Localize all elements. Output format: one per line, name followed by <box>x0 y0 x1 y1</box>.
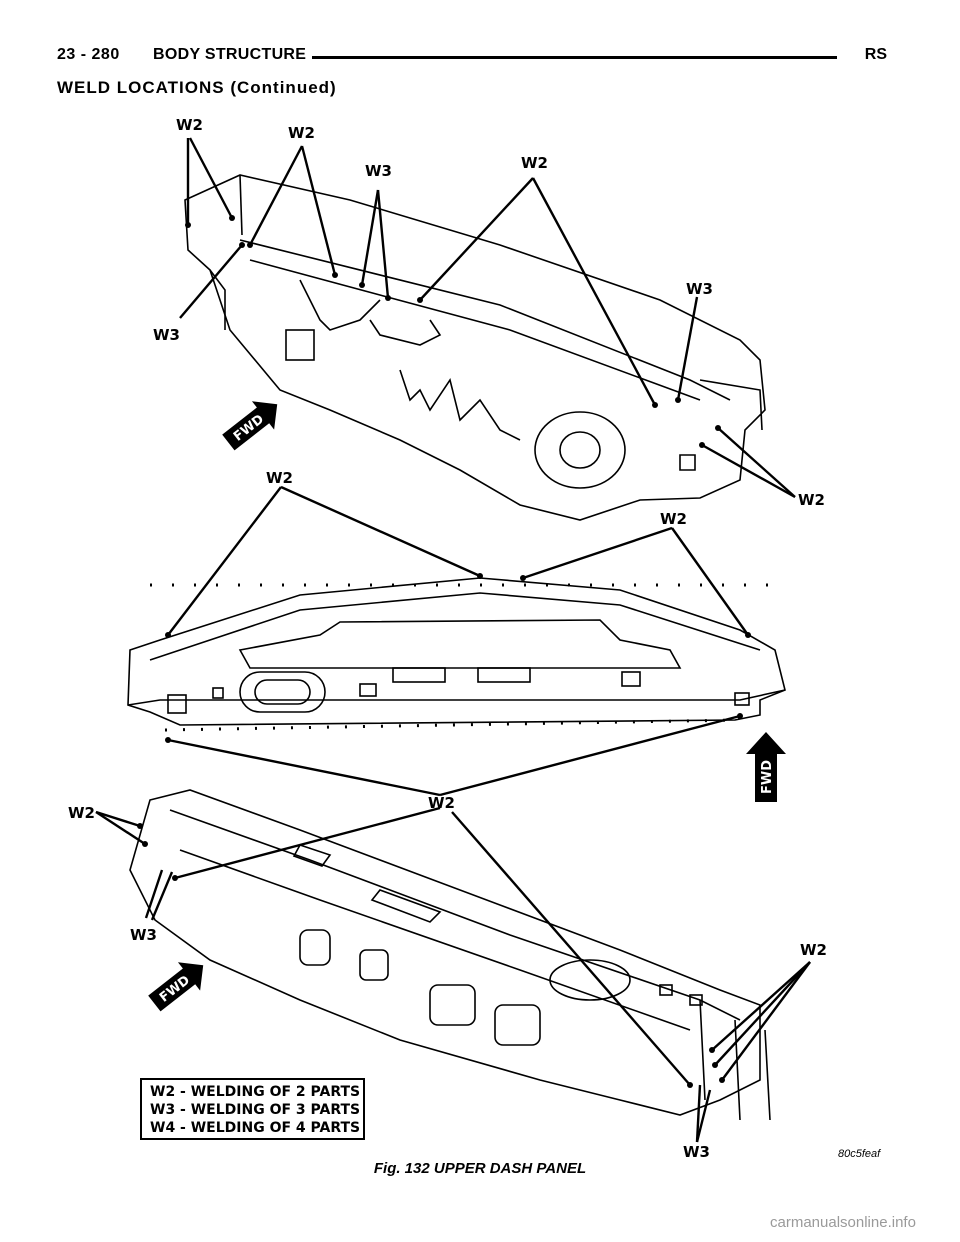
legend-item: W2 - WELDING OF 2 PARTS <box>150 1084 361 1100</box>
callout-label-w2: W2 <box>800 941 827 959</box>
section-subheading: WELD LOCATIONS (Continued) <box>57 78 337 97</box>
page-header: 23 - 280 BODY STRUCTURE RS <box>57 46 887 70</box>
legend-item: W4 - WELDING OF 4 PARTS <box>150 1120 361 1136</box>
section-title: BODY STRUCTURE <box>153 46 307 63</box>
header-rule <box>312 56 837 59</box>
callout-label-w3: W3 <box>153 326 180 344</box>
fwd-arrow: FWD <box>222 401 278 451</box>
callout-label-w2: W2 <box>266 469 293 487</box>
model-code: RS <box>864 46 887 63</box>
panel-view-bottom <box>129 789 771 1121</box>
callout-label-w2: W2 <box>521 154 548 172</box>
fwd-arrow: FWD <box>746 732 786 802</box>
callout-label-w2: W2 <box>288 124 315 142</box>
callout-arrowheads <box>137 215 751 1088</box>
panel-view-middle <box>127 577 786 732</box>
callout-label-w3: W3 <box>365 162 392 180</box>
page-number: 23 - 280 <box>57 46 120 63</box>
callout-label-w3: W3 <box>686 280 713 298</box>
callout-label-w3: W3 <box>683 1143 710 1161</box>
fwd-label: FWD <box>760 760 775 794</box>
figure-image-code: 80c5feaf <box>838 1148 881 1160</box>
fwd-arrow: FWD <box>148 962 204 1012</box>
callout-label-w2: W2 <box>176 116 203 134</box>
callout-leaders <box>95 137 811 1143</box>
callout-label-w2: W2 <box>428 794 455 812</box>
callout-labels: W2 W2 W3 W2 W3 W3 W2 W2 W2 W2 W2 W3 W2 W… <box>68 116 827 1161</box>
weld-legend: W2 - WELDING OF 2 PARTS W3 - WELDING OF … <box>140 1078 365 1140</box>
figure-caption: Fig. 132 UPPER DASH PANEL <box>373 1160 587 1177</box>
callout-label-w2: W2 <box>660 510 687 528</box>
callout-label-w2: W2 <box>68 804 95 822</box>
callout-label-w3: W3 <box>130 926 157 944</box>
legend-item: W3 - WELDING OF 3 PARTS <box>150 1102 361 1118</box>
callout-label-w2: W2 <box>798 491 825 509</box>
panel-view-top <box>184 174 766 521</box>
watermark: carmanualsonline.info <box>770 1214 916 1231</box>
